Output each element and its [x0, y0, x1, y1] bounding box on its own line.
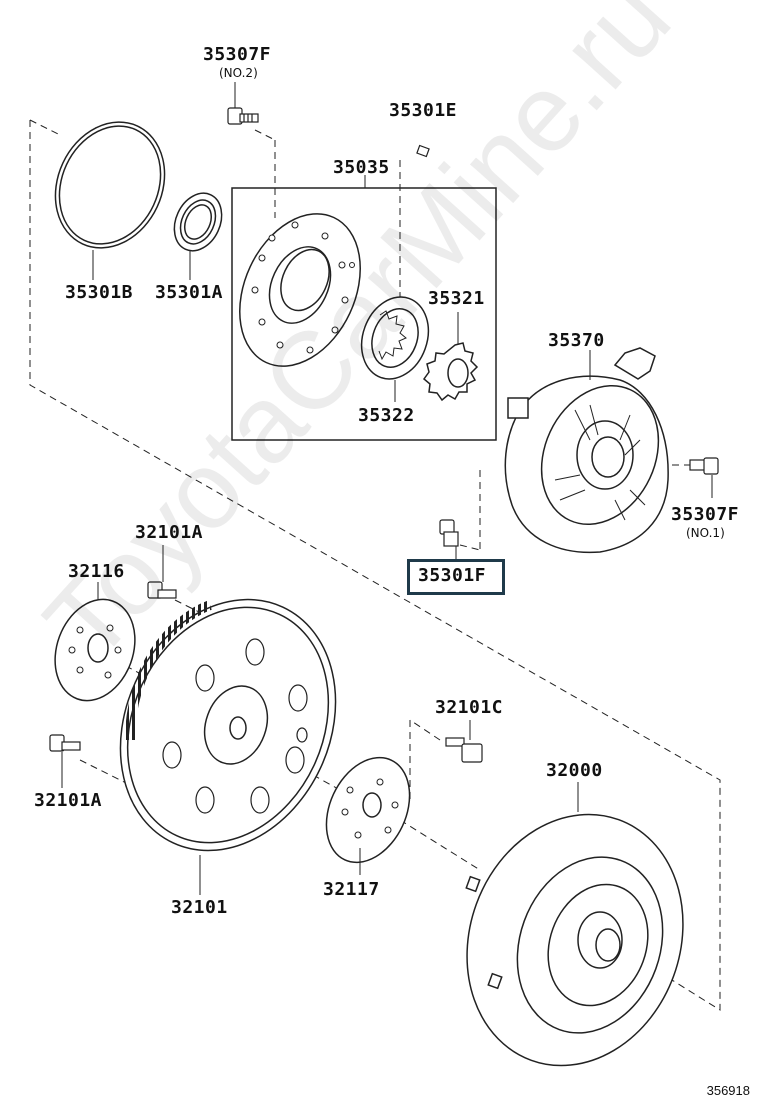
drive-plate-32101 — [119, 598, 337, 852]
label-35307F-no2[interactable]: 35307F — [203, 44, 272, 65]
pump-cover-35370 — [504, 347, 669, 554]
sublabel-no2: (NO.2) — [219, 66, 258, 80]
pump-body-plate — [239, 213, 361, 367]
bolt-32101C — [445, 737, 483, 763]
driven-gear-35322 — [360, 296, 430, 380]
spacer-32116 — [54, 598, 136, 702]
oring-35301B — [54, 121, 166, 249]
label-32101A-top[interactable]: 32101A — [135, 522, 204, 543]
label-32000[interactable]: 32000 — [546, 760, 603, 781]
label-35301F-highlighted[interactable]: 35301F — [418, 565, 487, 586]
sublabel-no1: (NO.1) — [686, 526, 725, 540]
bolt-32101A-top — [147, 581, 177, 599]
label-32116[interactable]: 32116 — [68, 561, 125, 582]
label-35370[interactable]: 35370 — [548, 330, 605, 351]
label-32117[interactable]: 32117 — [323, 879, 380, 900]
label-35307F-no1[interactable]: 35307F — [671, 504, 740, 525]
label-35322[interactable]: 35322 — [358, 405, 415, 426]
label-32101[interactable]: 32101 — [171, 897, 228, 918]
highlight-box-35301F — [407, 559, 505, 595]
pin-35301E — [416, 144, 430, 158]
seal-35301A — [173, 192, 223, 252]
spacer-32117 — [325, 756, 411, 864]
bolt-32101A-left — [49, 734, 81, 752]
document-number: 356918 — [706, 1083, 750, 1098]
pump-body-box — [231, 187, 497, 441]
label-32101C[interactable]: 32101C — [435, 697, 504, 718]
drive-gear-35321 — [422, 342, 479, 402]
bolt-35307F-right — [689, 457, 719, 475]
bolt-35307F-top — [227, 107, 259, 125]
label-35035[interactable]: 35035 — [333, 157, 390, 178]
label-35301A[interactable]: 35301A — [155, 282, 224, 303]
torque-converter-32000 — [465, 813, 684, 1067]
label-32101A-left[interactable]: 32101A — [34, 790, 103, 811]
label-35321[interactable]: 35321 — [428, 288, 485, 309]
bolt-35301F — [439, 519, 459, 547]
label-35301B[interactable]: 35301B — [65, 282, 134, 303]
label-35301E[interactable]: 35301E — [389, 100, 458, 121]
